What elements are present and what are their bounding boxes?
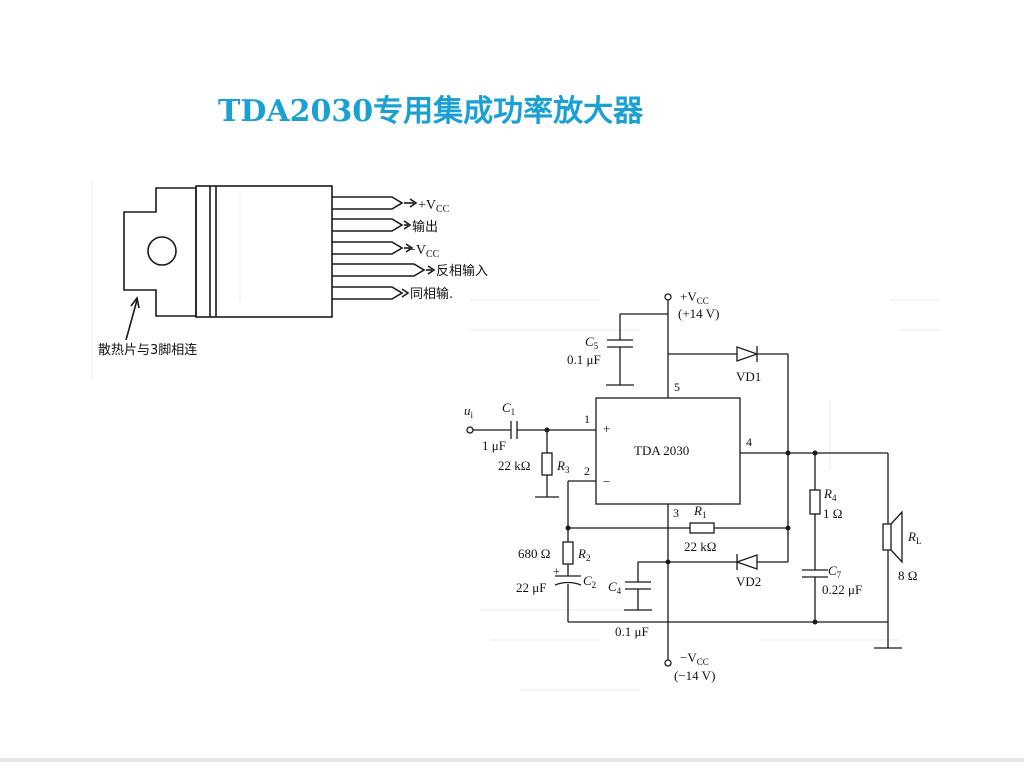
label-r2-value: 680 Ω bbox=[518, 546, 550, 561]
label-pin4: 4 bbox=[746, 435, 752, 449]
output-node bbox=[785, 450, 791, 456]
pin-arrows bbox=[401, 198, 436, 298]
label-vcc-pos: +VCC bbox=[680, 289, 709, 306]
label-c4: C4 bbox=[608, 579, 622, 596]
heatsink-tab bbox=[123, 187, 197, 317]
pin-1 bbox=[332, 196, 404, 210]
circuit-schematic bbox=[466, 293, 903, 667]
c2-plate-bottom bbox=[554, 581, 582, 586]
package-pins bbox=[332, 196, 426, 300]
speaker-rl bbox=[882, 523, 892, 551]
label-vcc-pos-value: (+14 V) bbox=[678, 306, 719, 321]
label-pin1: 1 bbox=[584, 412, 590, 426]
vd2-diode bbox=[735, 554, 758, 570]
label-c7-value: 0.22 μF bbox=[822, 582, 862, 597]
package-drawing bbox=[123, 185, 436, 341]
label-pin5: 5 bbox=[674, 380, 680, 394]
label-vd1: VD1 bbox=[736, 369, 761, 384]
mounting-hole bbox=[147, 236, 177, 266]
label-c4-value: 0.1 μF bbox=[615, 624, 649, 639]
pin-2 bbox=[332, 218, 404, 232]
label-inverting-input: 反相输入 bbox=[436, 263, 488, 279]
label-c7: C7 bbox=[828, 563, 842, 580]
vd1-diode bbox=[736, 346, 759, 362]
pin-4 bbox=[332, 263, 426, 277]
r2-resistor bbox=[562, 541, 574, 565]
label-vcc-neg: −VCC bbox=[680, 650, 709, 667]
label-pin-plus: + bbox=[603, 421, 610, 436]
label-r3: R3 bbox=[556, 458, 570, 475]
label-c5-value: 0.1 μF bbox=[567, 352, 601, 367]
pin-5 bbox=[332, 286, 404, 300]
label-rl: RL bbox=[907, 529, 921, 546]
label-output: 输出 bbox=[412, 219, 438, 235]
label-pin3: 3 bbox=[673, 506, 679, 520]
label-vcc-pos: +VCC bbox=[418, 198, 450, 215]
label-pin-minus: − bbox=[603, 474, 610, 489]
package-labels: +VCC 输出 −VCC 反相输入 同相输. 散热片与3脚相连 bbox=[98, 198, 488, 358]
r4-resistor bbox=[809, 489, 821, 515]
label-c2-polarity: + bbox=[553, 564, 560, 578]
label-r4-value: 1 Ω bbox=[823, 506, 842, 521]
label-c5: C5 bbox=[585, 334, 599, 351]
label-c1-value: 1 μF bbox=[482, 438, 506, 453]
label-vcc-neg-value: (−14 V) bbox=[674, 668, 715, 683]
pin-3 bbox=[332, 241, 404, 255]
label-vcc-neg: −VCC bbox=[408, 243, 440, 260]
circuit-labels: +VCC (+14 V) C5 0.1 μF VD1 5 ui C1 1 μF … bbox=[464, 289, 921, 683]
heatsink-note-arrow bbox=[125, 299, 138, 341]
label-r1: R1 bbox=[693, 503, 706, 520]
label-r3-value: 22 kΩ bbox=[498, 458, 530, 473]
slide-title: TDA2030专用集成功率放大器 bbox=[218, 94, 644, 129]
scan-ghost-marks bbox=[91, 180, 940, 691]
label-noninverting-input: 同相输. bbox=[410, 286, 453, 302]
label-rl-value: 8 Ω bbox=[898, 568, 917, 583]
label-vd2: VD2 bbox=[736, 574, 761, 589]
package-body bbox=[195, 185, 333, 318]
vcc-pos-terminal bbox=[664, 293, 672, 301]
label-chip: TDA 2030 bbox=[634, 443, 689, 458]
input-terminal bbox=[466, 426, 474, 434]
label-c2: C2 bbox=[583, 573, 596, 590]
slide-footer-rule bbox=[0, 758, 1024, 762]
label-r4: R4 bbox=[823, 486, 837, 503]
label-input: ui bbox=[464, 403, 474, 420]
label-c2-value: 22 μF bbox=[516, 580, 546, 595]
r3-resistor bbox=[541, 452, 553, 476]
vcc-neg-terminal bbox=[664, 659, 672, 667]
label-heatsink-note: 散热片与3脚相连 bbox=[98, 342, 197, 358]
label-r2: R2 bbox=[577, 546, 590, 563]
label-pin2: 2 bbox=[584, 464, 590, 478]
r1-resistor bbox=[689, 522, 715, 534]
label-c1: C1 bbox=[502, 400, 515, 417]
label-r1-value: 22 kΩ bbox=[684, 539, 716, 554]
